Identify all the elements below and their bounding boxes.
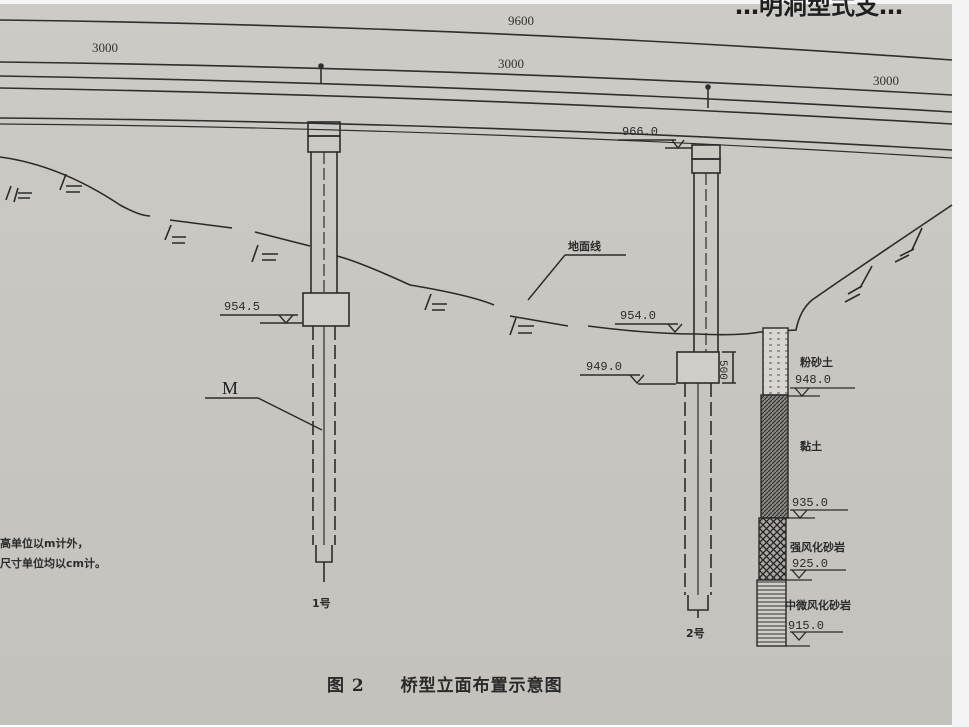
soil-layer-silty-sand xyxy=(762,327,789,396)
pier2-cap-elevation: 949.0 xyxy=(586,360,623,374)
elevation-markers-pier2 xyxy=(580,139,692,385)
soil-layer-0-elevation: 948.0 xyxy=(795,373,832,387)
page-header-partial: …明洞型式支… xyxy=(735,0,903,20)
soil-layer-0-name: 粉砂土 xyxy=(800,356,833,369)
soil-layer-strong-weathered xyxy=(758,517,787,581)
soil-layer-clay xyxy=(760,394,789,519)
note-line-2: 尺寸单位均以cm计。 xyxy=(0,557,106,570)
pier2-cap-height: 500 xyxy=(716,360,728,380)
pier2-ground-elevation: 954.0 xyxy=(620,309,657,323)
pier2-name: 2号 xyxy=(686,627,705,640)
soil-layer-3-name: 中微风化砂岩 xyxy=(785,599,851,612)
soil-layer-1-elevation: 935.0 xyxy=(792,496,829,510)
dimension-span-right: 3000 xyxy=(873,73,899,88)
photo-right-edge xyxy=(952,0,969,727)
pier-2 xyxy=(676,144,736,618)
pile-label-leader xyxy=(205,397,323,431)
figure-caption: 图 2 桥型立面布置示意图 xyxy=(327,678,563,695)
ground-line-leader xyxy=(527,254,626,301)
dimension-total-span: 9600 xyxy=(508,13,534,28)
soil-column xyxy=(756,327,789,647)
photo-top-edge xyxy=(0,0,969,4)
soil-layer-1-name: 黏土 xyxy=(800,440,822,453)
paper-sheet xyxy=(0,4,952,725)
pile-label-m: M xyxy=(222,378,239,398)
figure-title: 桥型立面布置示意图 xyxy=(400,676,563,696)
soil-layer-3-elevation: 915.0 xyxy=(788,619,825,633)
pier1-cap-elevation: 954.5 xyxy=(224,300,261,314)
pier-1 xyxy=(302,121,350,582)
note-line-1: 高单位以m计外， xyxy=(0,537,89,550)
ground-line xyxy=(0,156,953,336)
dimension-and-deck-lines xyxy=(0,19,953,159)
pier2-top-elevation: 966.0 xyxy=(622,125,659,139)
pier1-name: 1号 xyxy=(312,597,331,610)
ground-line-label: 地面线 xyxy=(568,240,601,253)
soil-layer-2-elevation: 925.0 xyxy=(792,557,829,571)
soil-layer-medium-weathered xyxy=(756,579,787,647)
soil-elevation-markers xyxy=(786,387,855,647)
dimension-span-middle: 3000 xyxy=(498,56,524,71)
figure-number: 图 2 xyxy=(327,676,365,696)
elevation-marker-954-5 xyxy=(220,314,303,325)
soil-layer-2-name: 强风化砂岩 xyxy=(790,541,845,554)
dimension-span-left: 3000 xyxy=(92,40,118,55)
